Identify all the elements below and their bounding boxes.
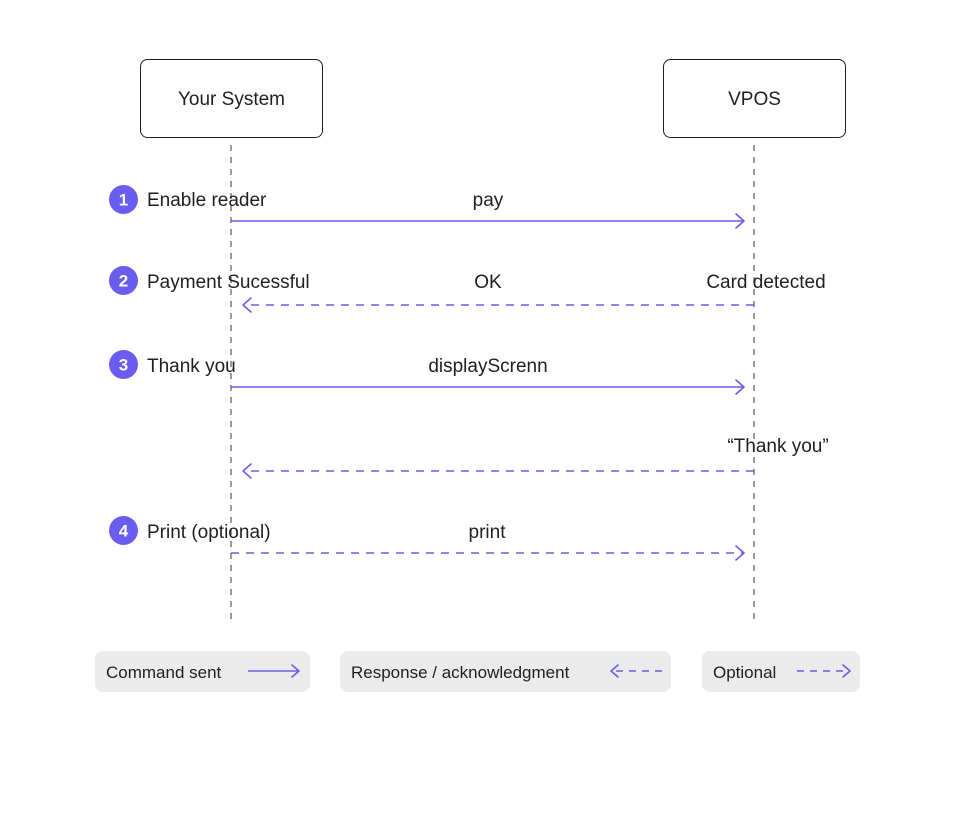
arrow-left-head [242,297,252,313]
step-4-label: Print (optional) [147,522,271,543]
arrow-right-head [735,379,745,395]
step-2-badge [109,266,138,295]
message-print-label: print [469,522,507,543]
arrow-left-head [242,463,252,479]
message-pay-label: pay [473,190,504,211]
step-3-number: 3 [119,356,128,375]
arrow-right-head [735,545,745,561]
card-detected-note: Card detected [706,272,825,293]
step-4-number: 4 [119,522,129,541]
arrow-right-head [291,664,300,678]
legend-response-label: Response / acknowledgment [351,663,570,682]
arrow-left-head [610,664,619,678]
thank-you-screen-note: “Thank you” [727,436,828,457]
thank-you-response: “Thank you” [242,436,829,479]
legend-optional: Optional [702,651,860,692]
step-3: 3 Thank you displayScrenn [109,350,745,395]
message-displayscrenn-label: displayScrenn [428,356,547,377]
step-1-label: Enable reader [147,190,267,211]
actor-your-system-label: Your System [178,89,285,110]
step-1-number: 1 [119,191,128,210]
step-3-badge [109,350,138,379]
legend-optional-label: Optional [713,663,776,682]
step-1: 1 Enable reader pay [109,185,745,229]
legend-command-label: Command sent [106,663,222,682]
step-3-label: Thank you [147,356,236,377]
actor-vpos: VPOS [663,59,846,138]
legend-response: Response / acknowledgment [340,651,671,692]
arrow-right-head [735,213,745,229]
step-2: 2 Payment Sucessful OK Card detected [109,266,826,313]
step-1-badge [109,185,138,214]
step-2-label: Payment Sucessful [147,272,310,293]
actor-your-system: Your System [140,59,323,138]
actor-vpos-label: VPOS [728,89,781,110]
step-2-number: 2 [119,272,128,291]
legend-command: Command sent [95,651,310,692]
message-ok-label: OK [474,272,502,293]
arrow-right-head [842,664,851,678]
step-4-badge [109,516,138,545]
step-4: 4 Print (optional) print [109,516,745,561]
